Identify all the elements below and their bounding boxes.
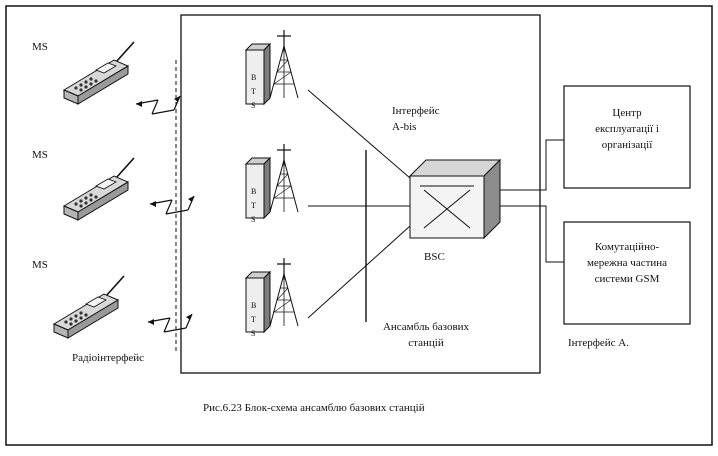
abis-label-line: A-bis (392, 121, 416, 133)
bss-ensemble-box (180, 14, 541, 374)
bsc-omc-link (500, 139, 564, 191)
omc-label-line: Центр (612, 107, 642, 119)
interface-a-label: Інтерфейс А. (568, 337, 629, 349)
mobile-phone-icon (63, 41, 135, 105)
bts-label: B T S (251, 73, 256, 110)
omc-box (563, 85, 691, 189)
radio-link-icon (147, 313, 193, 333)
ensemble-label-line: станцій (408, 337, 444, 349)
omc-label-line: експлуатації і (595, 123, 659, 135)
gsm-switch-label-line: Комутаційно- (595, 241, 660, 253)
svg-text:S: S (251, 101, 255, 110)
omc-label-line: організації (602, 139, 654, 151)
gsm-switch-label-line: мережна частина (587, 257, 667, 269)
ms-label: MS (32, 259, 48, 271)
bts-bsc-link (307, 225, 411, 319)
svg-text:B: B (251, 187, 256, 196)
radio-interface-label: Радіоінтерфейс (72, 352, 144, 364)
bts-bsc-link (307, 89, 411, 179)
svg-text:S: S (251, 329, 255, 338)
svg-text:B: B (251, 301, 256, 310)
figure-caption: Рис.6.23 Блок-схема ансамблю базових ста… (203, 402, 425, 414)
bsc-label: BSC (424, 251, 445, 263)
ms-label: MS (32, 149, 48, 161)
svg-text:T: T (251, 315, 256, 324)
bts-label: B T S (251, 301, 256, 338)
mobile-phone-icon (63, 157, 135, 221)
ensemble-label-line: Ансамбль базових (383, 321, 470, 333)
ms-label: MS (32, 41, 48, 53)
radio-link-icon (149, 195, 195, 215)
svg-text:S: S (251, 215, 255, 224)
svg-text:B: B (251, 73, 256, 82)
bsc-msc-link (500, 205, 564, 263)
radio-link-icon (135, 95, 181, 115)
abis-label-line: Інтерфейс (392, 105, 440, 117)
svg-text:T: T (251, 87, 256, 96)
bts-label: B T S (251, 187, 256, 224)
outer-border (5, 5, 713, 446)
gsm-switch-label-line: системи GSM (595, 273, 660, 285)
svg-text:T: T (251, 201, 256, 210)
bsc-box (408, 158, 502, 240)
mobile-phone-icon (53, 275, 125, 339)
gsm-switch-box (563, 221, 691, 325)
